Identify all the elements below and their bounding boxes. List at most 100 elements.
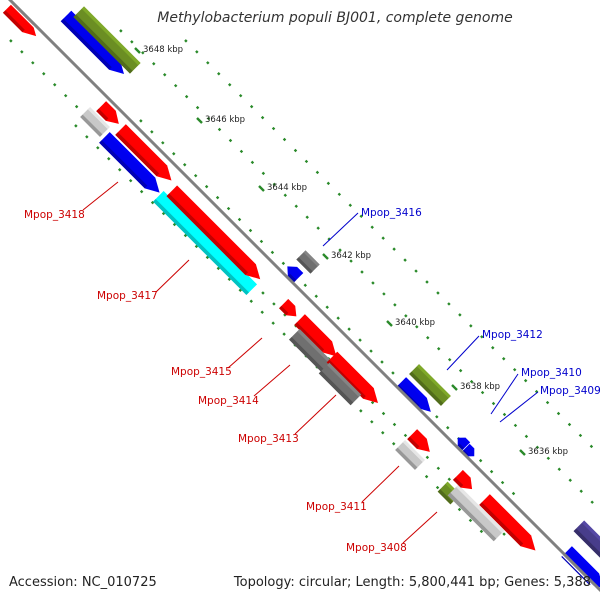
gene-arrow-x <box>447 484 505 542</box>
kbp-tick-label-1: 3648 kbp <box>143 45 183 55</box>
gene-label-mpop-3417[interactable]: Mpop_3417 <box>97 290 158 302</box>
gene-arrow-w-shadow <box>437 489 453 505</box>
gene-arrow-e-highlight <box>103 101 116 114</box>
gene-arrow-o-body <box>326 351 378 403</box>
gene-arrow-s-highlight <box>463 437 471 445</box>
kbp-tick-label-4: 3642 kbp <box>331 251 371 261</box>
gene-arrow-j <box>287 266 304 283</box>
gene-arrow-y-highlight <box>460 469 471 480</box>
gene-labels: Mpop_3418Mpop_3417Mpop_3416Mpop_3415Mpop… <box>24 181 600 554</box>
gene-label-mpop-3409[interactable]: Mpop_3409 <box>540 385 600 397</box>
gene-label-leader-mpop-3410 <box>490 373 519 415</box>
gene-arrow-l <box>279 299 297 317</box>
gene-arrow-aa-highlight <box>569 546 600 576</box>
gene-arrow-n <box>289 329 335 375</box>
gene-arrow-aa-body <box>561 546 600 589</box>
gene-arrow-c-shadow <box>73 14 133 74</box>
gene-arrow-g-shadow <box>115 132 160 177</box>
gene-label-mpop-3410[interactable]: Mpop_3410 <box>521 367 582 379</box>
gene-arrow-v-shadow <box>407 436 420 449</box>
gene-arrow-k-highlight <box>303 250 320 267</box>
gene-arrow-h-highlight <box>161 191 257 287</box>
gene-arrow-q-body <box>396 377 431 412</box>
gene-label-leader-mpop-3415 <box>227 337 263 369</box>
gene-arrow-s <box>457 437 471 451</box>
gene-arrow-t-shadow <box>461 449 469 457</box>
gene-arrow-b-body <box>60 10 124 74</box>
gene-label-leader-mpop-3413 <box>294 394 337 435</box>
gene-arrow-bb <box>573 520 600 560</box>
kbp-tick-mark-4 <box>322 253 329 260</box>
gene-label-mpop-3416[interactable]: Mpop_3416 <box>361 207 422 219</box>
gene-label-mpop-3412[interactable]: Mpop_3412 <box>482 329 543 341</box>
gene-arrow-f-body <box>99 132 160 193</box>
gene-arrow-h-body <box>153 191 257 295</box>
gene-arrow-k <box>296 250 320 274</box>
gene-label-mpop-3411[interactable]: Mpop_3411 <box>306 501 367 513</box>
gene-label-leader-mpop-3409 <box>499 391 539 423</box>
gene-arrow-e-shadow <box>96 108 109 121</box>
gene-label-leader-mpop-3411 <box>361 465 400 503</box>
gene-label-mpop-3414[interactable]: Mpop_3414 <box>198 395 259 407</box>
accession-text: Accession: NC_010725 <box>9 575 157 590</box>
gene-arrow-h <box>153 191 257 295</box>
gene-label-mpop-3413[interactable]: Mpop_3413 <box>238 433 299 445</box>
gene-arrow-f-highlight <box>107 132 156 181</box>
gene-arrow-p <box>318 362 362 406</box>
gene-arrow-v-body <box>407 429 430 452</box>
dotted-guide-lines <box>9 29 600 541</box>
dotted-line-1 <box>9 39 511 541</box>
genome-summary-text: Topology: circular; Length: 5,800,441 bp… <box>233 575 591 590</box>
gene-arrow-x-highlight <box>455 484 505 534</box>
gene-arrow-r <box>409 364 451 406</box>
gene-arrow-a-body <box>2 2 37 37</box>
gene-arrow-f <box>99 132 160 193</box>
gene-arrow-bb-shadow <box>573 528 600 560</box>
gene-arrow-i-shadow <box>166 193 248 275</box>
gene-arrow-i <box>166 185 261 280</box>
gene-arrow-r-shadow <box>409 371 444 406</box>
gene-arrow-p-shadow <box>318 370 354 406</box>
gene-arrow-f-shadow <box>99 140 148 189</box>
gene-arrow-x-shadow <box>447 492 497 542</box>
gene-arrow-bb-body <box>573 520 600 560</box>
gene-arrow-m-highlight <box>302 314 333 344</box>
gene-arrow-v-highlight <box>414 429 427 442</box>
gene-arrow-u-body <box>395 440 425 470</box>
kbp-tick-label-7: 3636 kbp <box>528 447 568 457</box>
gene-arrow-g-body <box>115 124 172 181</box>
dotted-line-3 <box>119 29 600 511</box>
gene-arrow-v <box>407 429 430 452</box>
gene-arrow-y-shadow <box>452 477 464 488</box>
kbp-tick-mark-6 <box>451 384 458 391</box>
gene-label-leader-mpop-3408 <box>402 511 438 544</box>
gene-label-mpop-3418[interactable]: Mpop_3418 <box>24 209 85 221</box>
kbp-tick-label-2: 3646 kbp <box>205 115 245 125</box>
gene-arrow-k-body <box>296 250 320 274</box>
gene-arrow-h-shadow <box>153 198 250 295</box>
kbp-tick-mark-7 <box>519 449 526 456</box>
kbp-tick-mark-2 <box>196 117 203 124</box>
gene-arrow-k-shadow <box>296 257 313 274</box>
gene-arrow-d-body <box>80 107 110 137</box>
gene-label-mpop-3408[interactable]: Mpop_3408 <box>346 542 407 554</box>
gene-arrow-d-shadow <box>80 114 103 137</box>
gene-label-leader-mpop-3417 <box>155 259 190 293</box>
kbp-tick-label-6: 3638 kbp <box>460 382 500 392</box>
gene-label-leader-mpop-3414 <box>253 364 291 397</box>
gene-arrow-u-highlight <box>402 440 425 463</box>
gene-arrow-d <box>80 107 110 137</box>
gene-arrow-o <box>326 351 378 403</box>
gene-arrow-z-body <box>479 494 536 551</box>
kbp-tick-mark-1 <box>134 47 141 54</box>
gene-arrow-z-highlight <box>487 494 532 538</box>
gene-arrow-c-body <box>73 6 141 74</box>
gene-arrow-bb-highlight <box>581 520 600 552</box>
gene-features <box>2 2 600 589</box>
gene-label-mpop-3415[interactable]: Mpop_3415 <box>171 366 232 378</box>
gene-arrow-r-highlight <box>416 364 451 399</box>
gene-arrow-g-highlight <box>123 124 168 168</box>
